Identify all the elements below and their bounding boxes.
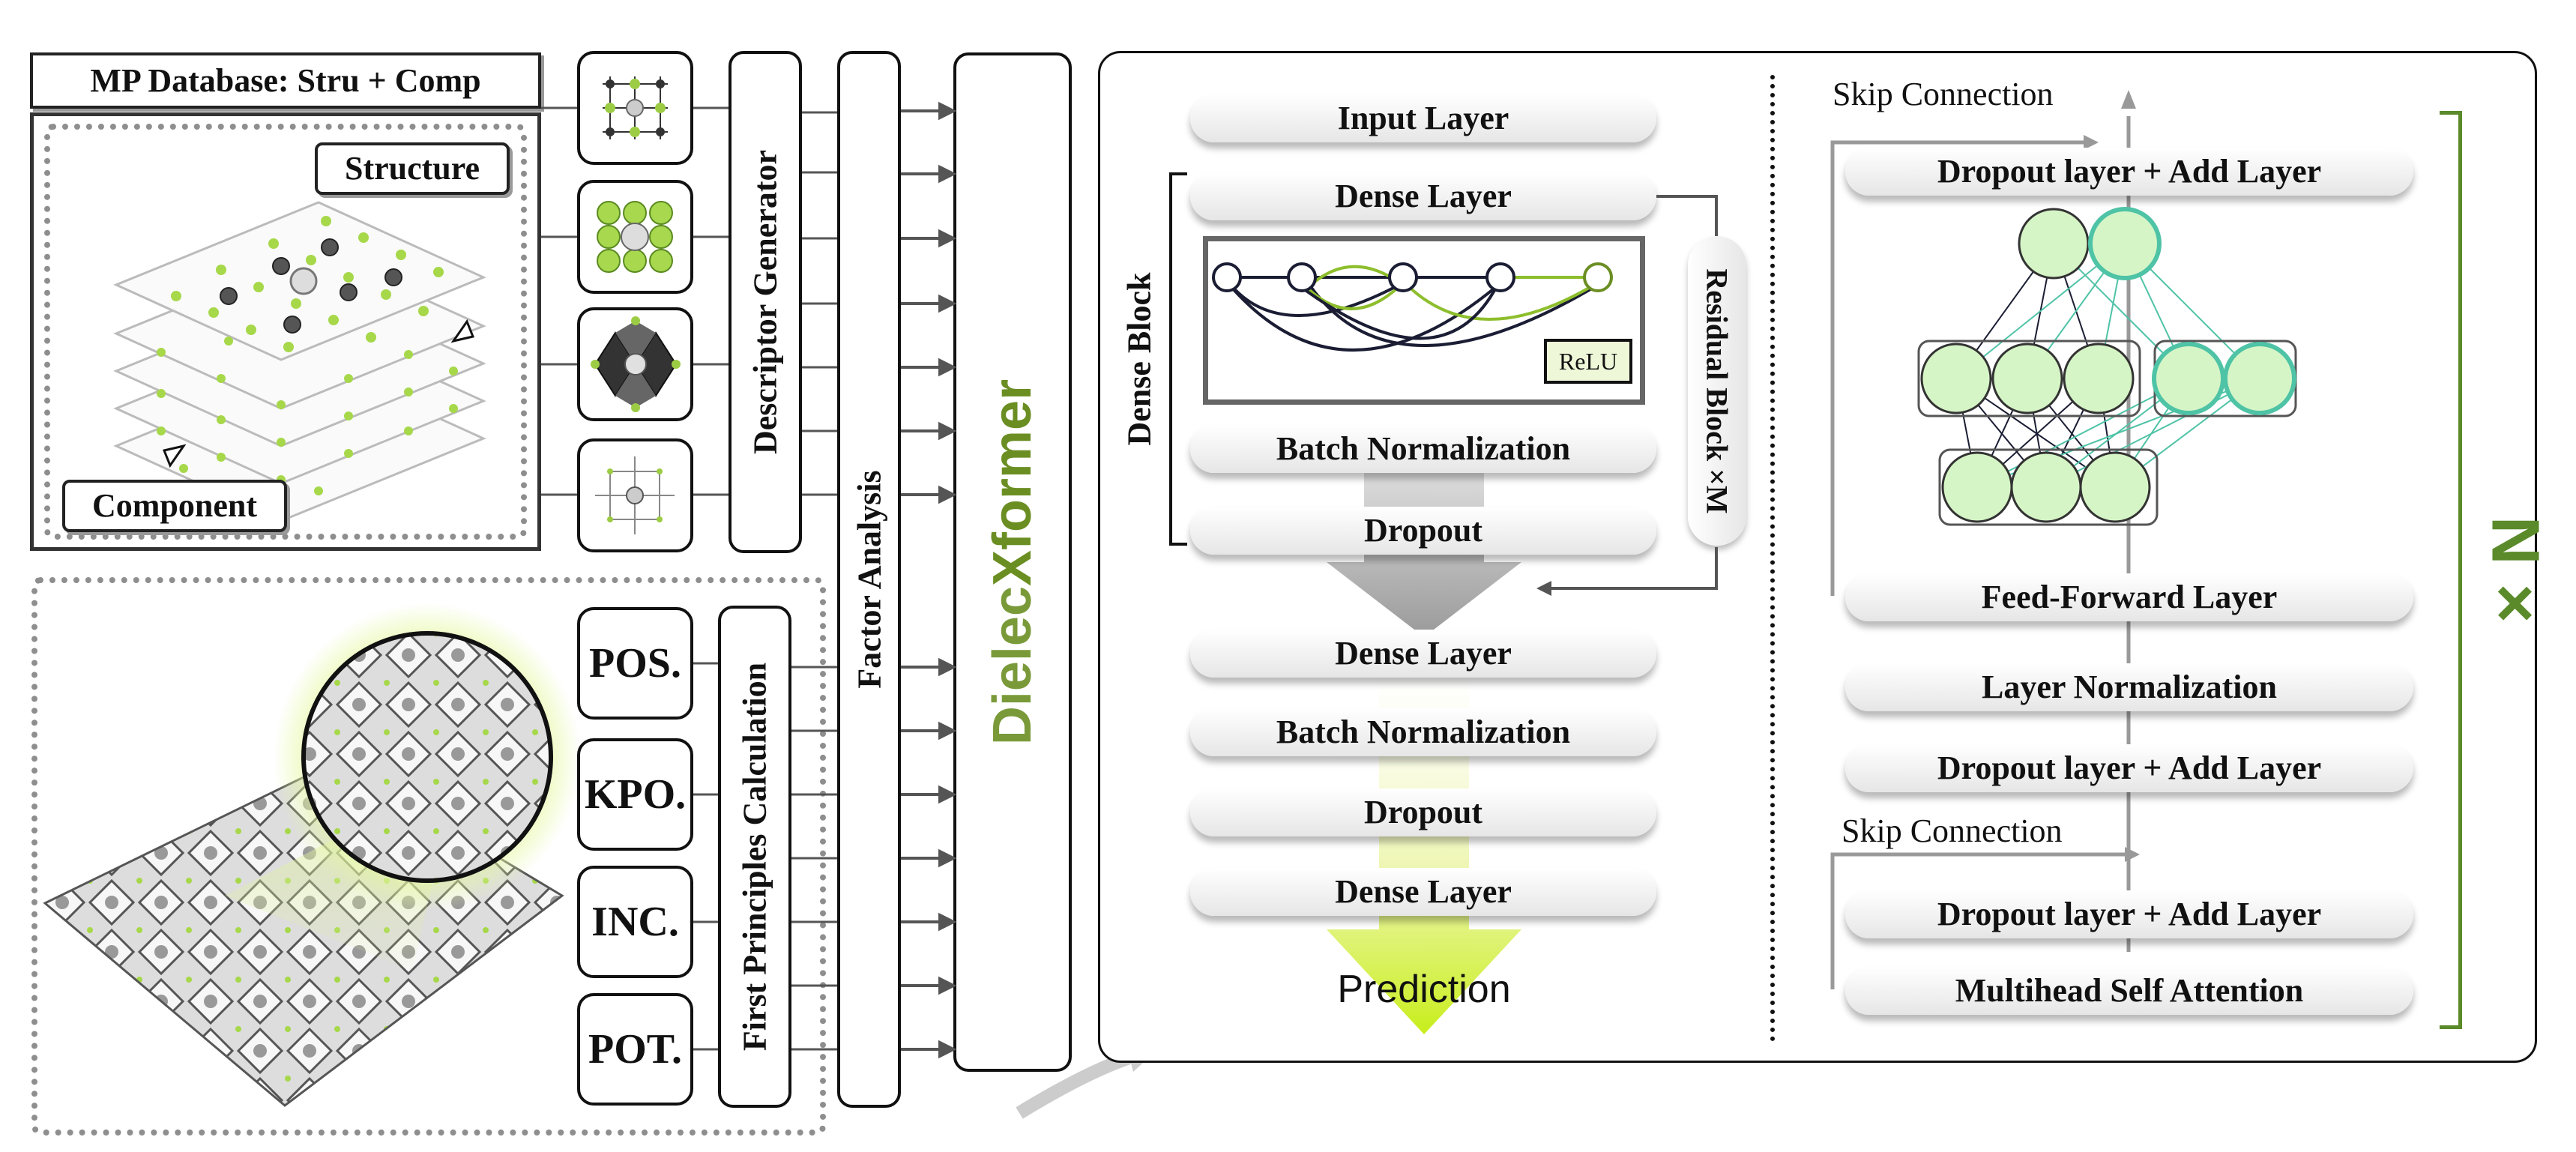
structure-panel: Structure Component [30,112,541,551]
descriptor-icon-1 [577,51,693,165]
repeat-label: N × [2477,516,2553,624]
skip-connection-top: Skip Connection [1833,76,2054,112]
descriptor-generator: Descriptor Generator [729,51,802,553]
dense-connections-box: ReLU [1203,236,1645,405]
dense-layer-2: Dense Layer [1190,630,1656,678]
file-pot: POT. [577,993,693,1106]
dropout-2: Dropout [1190,788,1656,836]
skip-connection-bottom: Skip Connection [1841,812,2063,849]
batch-normalization-1: Batch Normalization [1190,425,1656,473]
relu-label: ReLU [1544,339,1632,384]
batch-normalization-2: Batch Normalization [1190,708,1656,756]
first-principles-calculation: First Principles Calculation [718,606,791,1108]
prediction-label: Prediction [1337,968,1511,1011]
perovskite-lattice-illustration [43,603,581,1107]
descriptor-icon-4 [577,438,693,552]
file-inc: INC. [577,866,693,978]
multihead-self-attention: Multihead Self Attention [1845,967,2413,1015]
perovskite-panel [31,577,826,1136]
dense-block-bracket [1169,172,1187,546]
dropout-1: Dropout [1190,507,1656,555]
file-pos: POS. [577,607,693,720]
dense-block-label: Dense Block [1120,272,1158,446]
file-kpo: KPO. [577,738,693,851]
dropout-add-layer-top: Dropout layer + Add Layer [1845,148,2413,196]
residual-block: Residual Block ×M [1688,236,1746,546]
dropout-add-layer-bottom: Dropout layer + Add Layer [1845,890,2413,938]
component-label: Component [62,480,287,532]
dropout-add-layer-mid: Dropout layer + Add Layer [1845,744,2413,792]
dielecxformer-model: DielecXformer [953,52,1072,1072]
repeat-bracket [2440,111,2462,1029]
dense-layer-3: Dense Layer [1190,868,1656,916]
descriptor-icon-3 [577,307,693,421]
feed-forward-layer: Feed-Forward Layer [1845,573,2413,621]
feed-forward-network [1917,207,2297,526]
factor-analysis: Factor Analysis [837,51,901,1108]
dense-layer-1: Dense Layer [1190,172,1656,220]
panel-divider [1770,75,1775,1042]
layer-normalization: Layer Normalization [1845,663,2413,711]
mp-database-title: MP Database: Stru + Comp [30,52,541,109]
residual-connector [1536,195,1718,596]
input-layer: Input Layer [1190,94,1656,142]
descriptor-icon-2 [577,180,693,294]
structure-label: Structure [315,142,510,195]
